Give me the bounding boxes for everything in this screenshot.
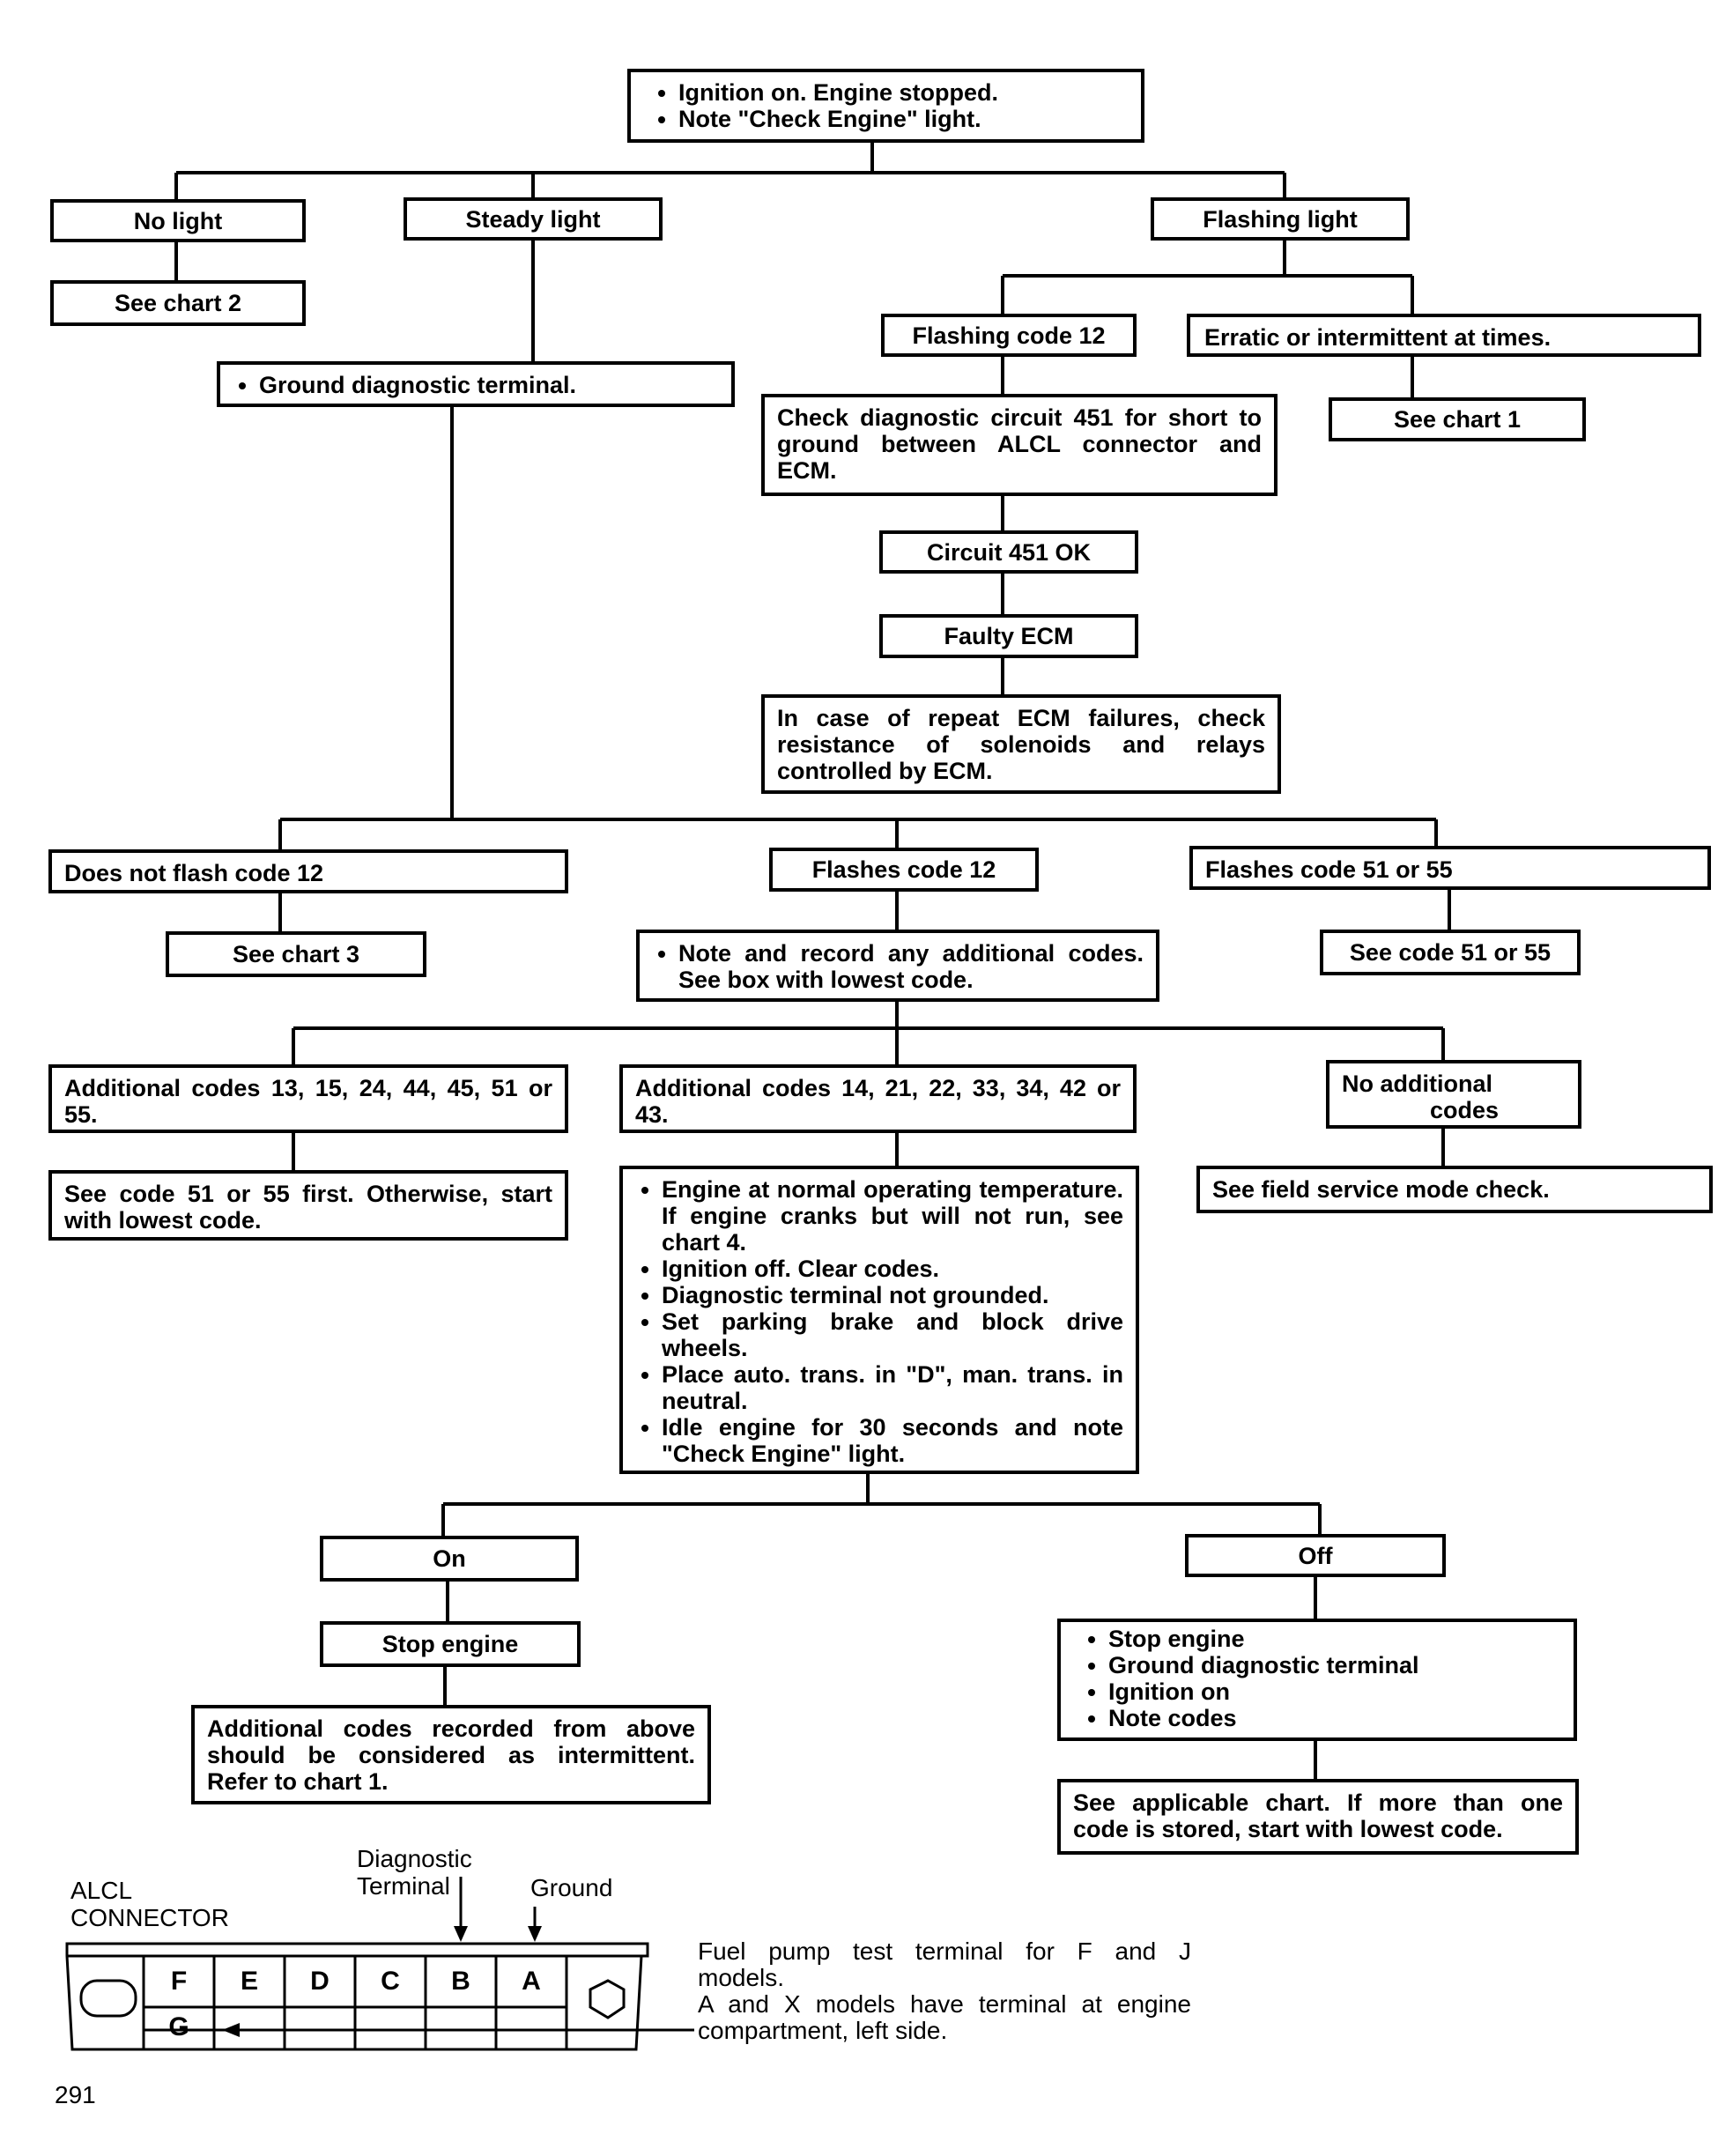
flashing-code-12-box: Flashing code 12	[881, 314, 1137, 357]
faulty-ecm-box: Faulty ECM	[879, 614, 1138, 658]
alcl-title: ALCL CONNECTOR	[70, 1877, 229, 1931]
see-chart-1-box: See chart 1	[1329, 397, 1586, 441]
flashes-12-box: Flashes code 12	[769, 848, 1039, 892]
see-chart-2-box: See chart 2	[50, 280, 306, 326]
alcl-title-line-2: CONNECTOR	[70, 1904, 229, 1931]
does-not-flash-box: Does not flash code 12	[48, 849, 568, 893]
ground-label: Ground	[530, 1874, 613, 1901]
engine-step: Idle engine for 30 seconds and note "Che…	[662, 1414, 1123, 1467]
start-step: Ignition on. Engine stopped.	[678, 79, 1123, 106]
applicable-box: See applicable chart. If more than one c…	[1057, 1779, 1579, 1855]
terminal-e: E	[240, 1967, 258, 1996]
engine-steps-box: Engine at normal operating temperature. …	[619, 1166, 1139, 1474]
off-steps-box: Stop engine Ground diagnostic terminal I…	[1057, 1619, 1577, 1741]
off-step: Ignition on	[1108, 1678, 1561, 1705]
terminal-f: F	[170, 1967, 188, 1996]
note-record-text: Note and record any additional codes. Se…	[678, 940, 1144, 993]
flashes-51-55-box: Flashes code 51 or 55	[1189, 846, 1711, 890]
engine-step: Set parking brake and block drive wheels…	[662, 1308, 1123, 1361]
note-record-box: Note and record any additional codes. Se…	[636, 930, 1159, 1002]
intermittent-box: Additional codes recorded from above sho…	[191, 1705, 711, 1804]
field-service-box: See field service mode check.	[1196, 1166, 1713, 1213]
alcl-title-line-1: ALCL	[70, 1877, 133, 1904]
steady-light-box: Steady light	[404, 197, 663, 241]
engine-step: Diagnostic terminal not grounded.	[662, 1282, 1123, 1308]
see-chart-3-box: See chart 3	[166, 931, 426, 977]
terminal-c: C	[381, 1967, 400, 1996]
see-code-51-55-box: See code 51 or 55	[1320, 930, 1581, 975]
engine-step: Engine at normal operating temperature. …	[662, 1176, 1123, 1256]
circuit-ok-box: Circuit 451 OK	[879, 530, 1138, 574]
fuel-note-line-3: A and X models have terminal at engine	[698, 1990, 1191, 2018]
off-step: Ground diagnostic terminal	[1108, 1652, 1561, 1678]
repeat-failures-box: In case of repeat ECM failures, check re…	[761, 694, 1281, 794]
off-box: Off	[1185, 1534, 1446, 1577]
diag-label-line-1: Diagnostic	[357, 1845, 472, 1872]
fuel-pump-note: Fuel pump test terminal for F and J mode…	[698, 1938, 1191, 2044]
erratic-box: Erratic or intermittent at times.	[1187, 314, 1701, 357]
no-light-box: No light	[50, 199, 306, 242]
fuel-note-line-4: compartment, left side.	[698, 2017, 948, 2044]
addl-codes-14-box: Additional codes 14, 21, 22, 33, 34, 42 …	[619, 1064, 1137, 1133]
addl-codes-13-box: Additional codes 13, 15, 24, 44, 45, 51 …	[48, 1064, 568, 1133]
on-box: On	[320, 1536, 579, 1582]
terminal-d: D	[310, 1967, 330, 1996]
no-addl-line-2: codes	[1430, 1097, 1500, 1123]
no-addl-line-1: No additional	[1342, 1071, 1492, 1097]
engine-step: Ignition off. Clear codes.	[662, 1256, 1123, 1282]
fuel-note-line-2: models.	[698, 1964, 785, 1991]
ground-diag-box: Ground diagnostic terminal.	[217, 361, 735, 407]
off-step: Stop engine	[1108, 1626, 1561, 1652]
terminal-a: A	[522, 1967, 541, 1996]
start-step: Note "Check Engine" light.	[678, 106, 1123, 132]
start-box: Ignition on. Engine stopped. Note "Check…	[627, 69, 1144, 143]
flashing-light-box: Flashing light	[1151, 197, 1410, 241]
page-number: 291	[55, 2081, 96, 2108]
off-step: Note codes	[1108, 1705, 1561, 1731]
ground-diag-text: Ground diagnostic terminal.	[259, 372, 719, 398]
stop-engine-box: Stop engine	[320, 1621, 581, 1667]
see-51-first-box: See code 51 or 55 first. Otherwise, star…	[48, 1170, 568, 1241]
check-circuit-box: Check diagnostic circuit 451 for short t…	[761, 394, 1278, 496]
terminal-g: G	[168, 2012, 189, 2041]
fuel-note-line-1: Fuel pump test terminal for F and J	[698, 1937, 1191, 1965]
terminal-b: B	[451, 1967, 470, 1996]
engine-step: Place auto. trans. in "D", man. trans. i…	[662, 1361, 1123, 1414]
diag-terminal-label: Diagnostic Terminal	[357, 1845, 472, 1900]
no-addl-codes-box: No additional codes	[1326, 1060, 1581, 1129]
diag-label-line-2: Terminal	[357, 1872, 450, 1900]
